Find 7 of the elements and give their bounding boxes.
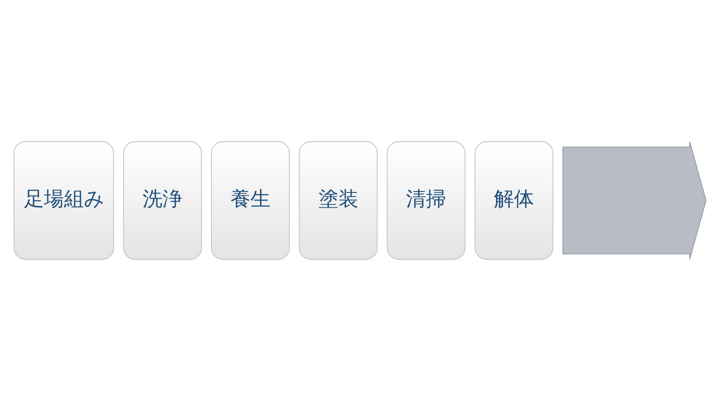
node-box: 洗浄: [123, 140, 202, 260]
node-box: 養生: [211, 140, 290, 260]
node-box: 清掃: [386, 140, 466, 260]
node-arrow: [562, 140, 706, 260]
node-box: 足場組み: [14, 140, 114, 260]
node-box: 塗装: [298, 140, 378, 260]
node-box: 解体: [474, 140, 554, 260]
